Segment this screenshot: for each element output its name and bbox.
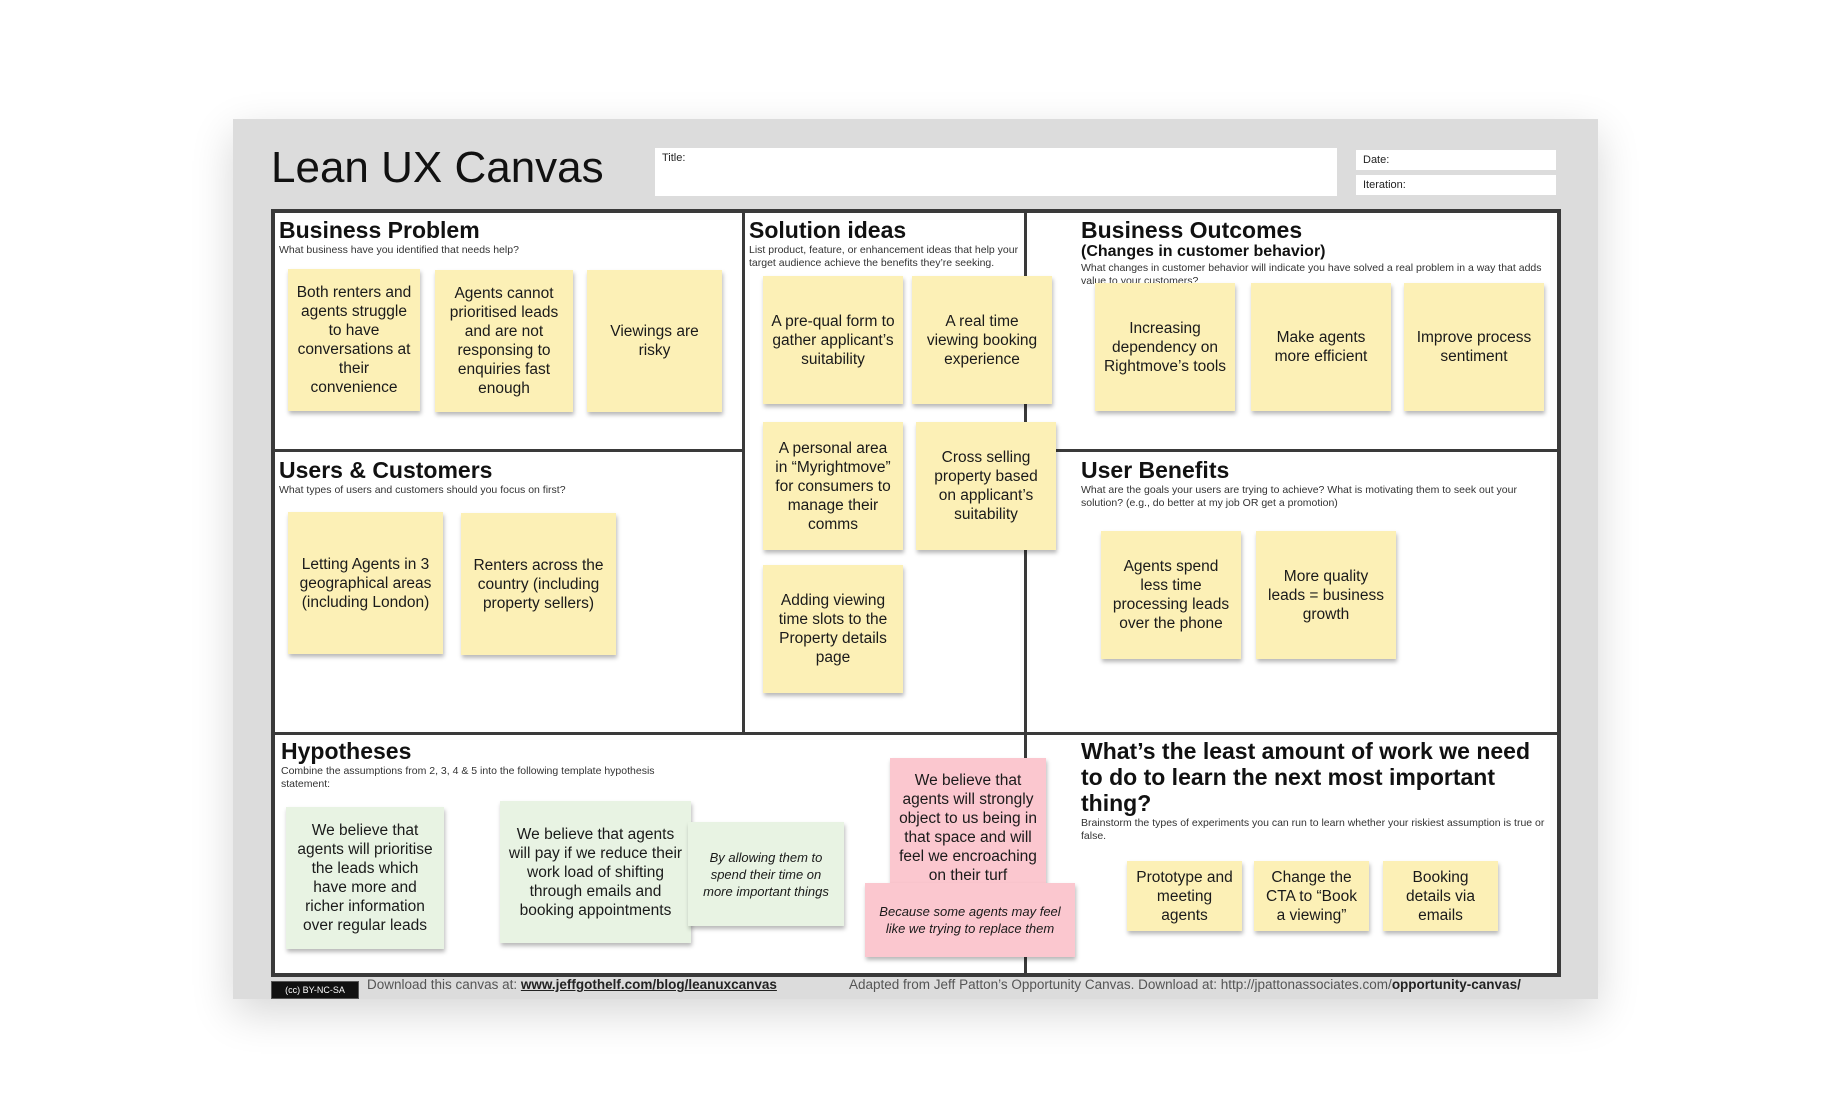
sticky-note[interactable]: Prototype and meeting agents [1127,861,1242,931]
sticky-note[interactable]: By allowing them to spend their time on … [688,822,844,926]
users-customers-section: Users & Customers What types of users an… [279,457,734,497]
sticky-note[interactable]: We believe that agents will pay if we re… [500,801,691,943]
section-description: Combine the assumptions from 2, 3, 4 & 5… [281,765,655,790]
sticky-note[interactable]: We believe that agents will strongly obj… [890,758,1046,898]
section-title: What’s the least amount of work we need … [1081,738,1530,816]
sticky-note[interactable]: Change the CTA to “Book a viewing” [1254,861,1369,931]
business-problem-section: Business Problem What business have you … [279,217,734,257]
hypotheses-section: Hypotheses Combine the assumptions from … [281,738,701,791]
footer-adapted-label: Adapted from Jeff Patton’s Opportunity C… [849,977,1392,992]
sticky-note[interactable]: Renters across the country (including pr… [461,513,616,655]
footer-download-label: Download this canvas at: [367,977,518,992]
divider [275,449,742,452]
section-subtitle: (Changes in customer behavior) [1081,243,1326,260]
divider [1027,449,1557,452]
divider [275,732,1557,735]
cc-license-badge: (cc) BY-NC-SA [271,981,359,999]
user-benefits-section: User Benefits What are the goals your us… [1081,457,1551,510]
footer-adapted-link[interactable]: opportunity-canvas/ [1391,977,1521,992]
section-title: Business Outcomes [1081,217,1303,243]
least-work-section: What’s the least amount of work we need … [1081,738,1551,843]
sticky-note[interactable]: Cross selling property based on applican… [916,422,1056,550]
sticky-note[interactable]: Adding viewing time slots to the Propert… [763,565,903,693]
section-title: Business Problem [279,217,480,243]
solution-ideas-section: Solution ideas List product, feature, or… [749,217,1021,270]
sticky-note[interactable]: Increasing dependency on Rightmove’s too… [1095,283,1235,411]
date-field[interactable]: Date: [1356,150,1556,170]
section-description: What business have you identified that n… [279,244,519,256]
sticky-note[interactable]: Booking details via emails [1383,861,1498,931]
divider [742,213,745,735]
canvas-title: Lean UX Canvas [271,143,604,192]
footer-download-link[interactable]: www.jeffgothelf.com/blog/leanuxcanvas [520,977,777,992]
sticky-note[interactable]: Agents cannot prioritised leads and are … [435,270,573,412]
footer-adapted: Adapted from Jeff Patton’s Opportunity C… [849,977,1521,992]
sticky-note[interactable]: More quality leads = business growth [1256,531,1396,659]
sticky-note[interactable]: Make agents more efficient [1251,283,1391,411]
sticky-note[interactable]: Improve process sentiment [1404,283,1544,411]
sticky-note[interactable]: Letting Agents in 3 geographical areas (… [288,512,443,654]
sticky-note[interactable]: We believe that agents will prioritise t… [286,807,444,949]
iteration-field[interactable]: Iteration: [1356,175,1556,195]
section-description: List product, feature, or enhancement id… [749,244,1019,269]
sticky-note[interactable]: A personal area in “Myrightmove” for con… [763,422,903,550]
section-description: What types of users and customers should… [279,484,566,496]
divider [1024,213,1027,975]
sticky-note[interactable]: Both renters and agents struggle to have… [288,269,420,411]
business-outcomes-section: Business Outcomes (Changes in customer b… [1081,217,1551,288]
section-title: User Benefits [1081,457,1230,483]
title-field[interactable]: Title: [655,148,1337,196]
section-title: Users & Customers [279,457,493,483]
sticky-note[interactable]: A real time viewing booking experience [912,276,1052,404]
footer-download: Download this canvas at: www.jeffgothelf… [367,977,777,992]
sticky-note[interactable]: Because some agents may feel like we try… [865,883,1075,957]
lean-ux-canvas-sheet: Lean UX Canvas Title: Date: Iteration: B… [233,119,1598,999]
canvas-grid: Business Problem What business have you … [271,209,1561,977]
sticky-note[interactable]: Viewings are risky [587,270,722,412]
section-description: What are the goals your users are trying… [1081,484,1517,509]
section-description: Brainstorm the types of experiments you … [1081,817,1545,842]
section-title: Solution ideas [749,217,907,243]
section-title: Hypotheses [281,738,412,764]
sticky-note[interactable]: Agents spend less time processing leads … [1101,531,1241,659]
sticky-note[interactable]: A pre-qual form to gather applicant’s su… [763,276,903,404]
